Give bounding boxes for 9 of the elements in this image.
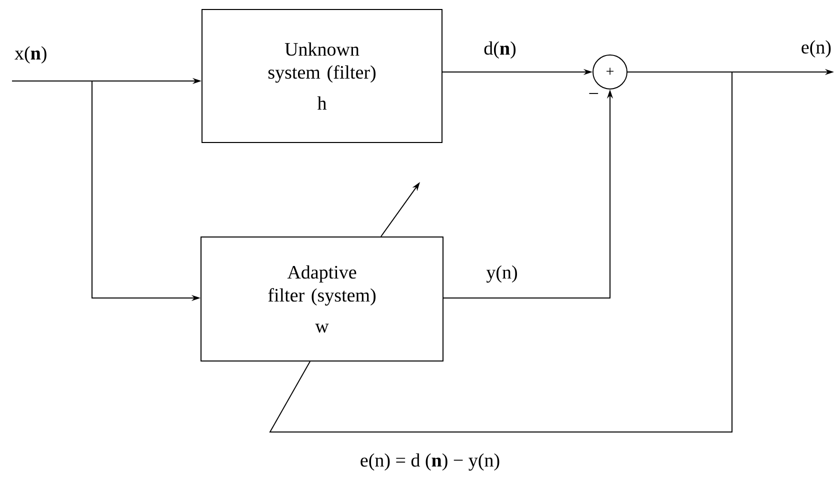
- process-box: Adaptive filter (system) w: [200, 236, 444, 362]
- summing-junction: +: [592, 54, 628, 90]
- edge-label: e(n) = d (n) − y(n): [360, 453, 500, 471]
- sign-label: −: [589, 92, 598, 94]
- edge-label: d(n): [484, 41, 516, 59]
- signal-label: x(n): [14, 46, 46, 64]
- edge-label: y(n): [486, 265, 517, 283]
- process-box: Unknown system (filter) h: [202, 9, 442, 143]
- signal-label: e(n): [802, 40, 831, 58]
